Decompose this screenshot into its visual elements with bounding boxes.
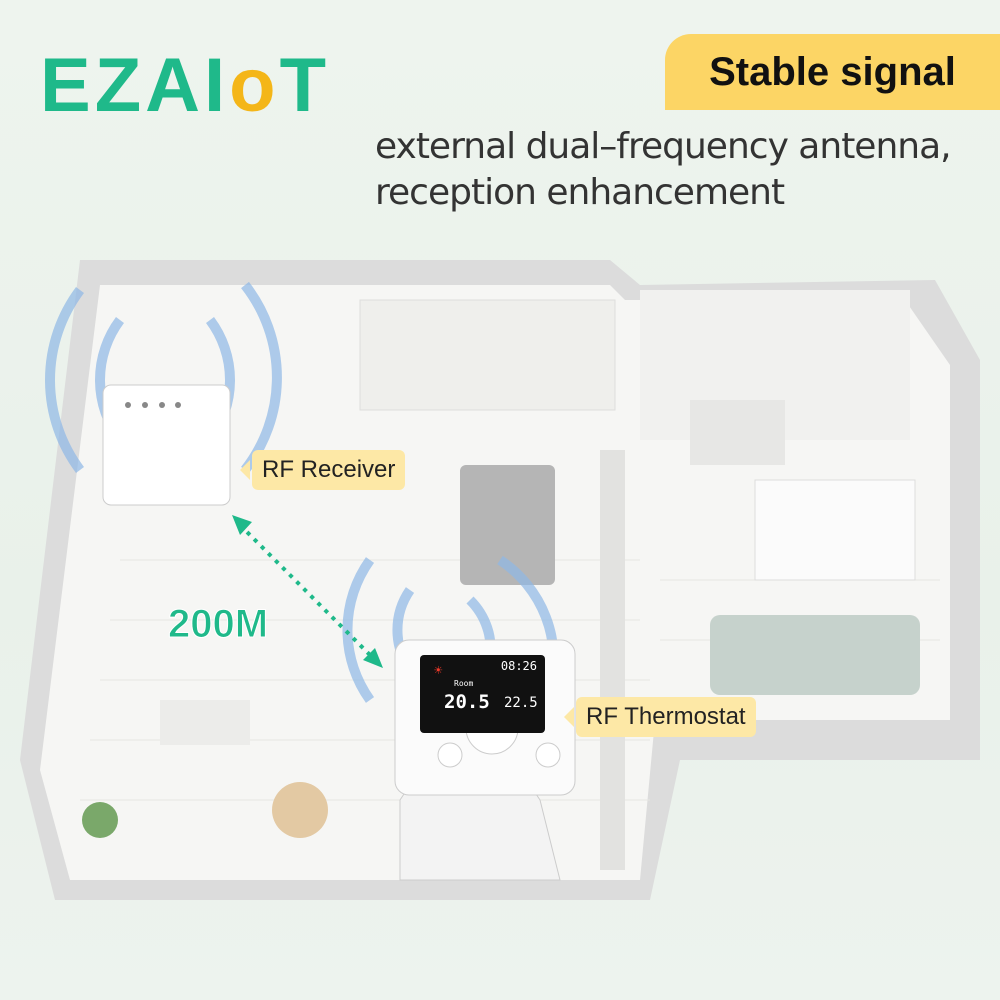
distance-arrow (238, 523, 377, 662)
screen-set-temp: 22.5 (504, 695, 538, 711)
distance-label: 200M (167, 602, 269, 647)
headline-subtitle: external dual–frequency antenna, recepti… (375, 126, 952, 213)
headline-badge: Stable signal (665, 34, 1000, 110)
sun-icon: ☀ (434, 663, 443, 679)
rf-receiver-device (102, 384, 231, 506)
thermostat-screen: 08:26 ☀ Room 20.5 22.5 (420, 655, 545, 733)
screen-time: 08:26 (500, 659, 537, 673)
screen-room-temp: 20.5 (444, 691, 490, 713)
rf-thermostat-label: RF Thermostat (564, 697, 756, 737)
brand-logo: EZAIoT (40, 43, 330, 128)
screen-room-label: Room (454, 679, 474, 688)
rf-receiver-label: RF Receiver (239, 450, 406, 490)
